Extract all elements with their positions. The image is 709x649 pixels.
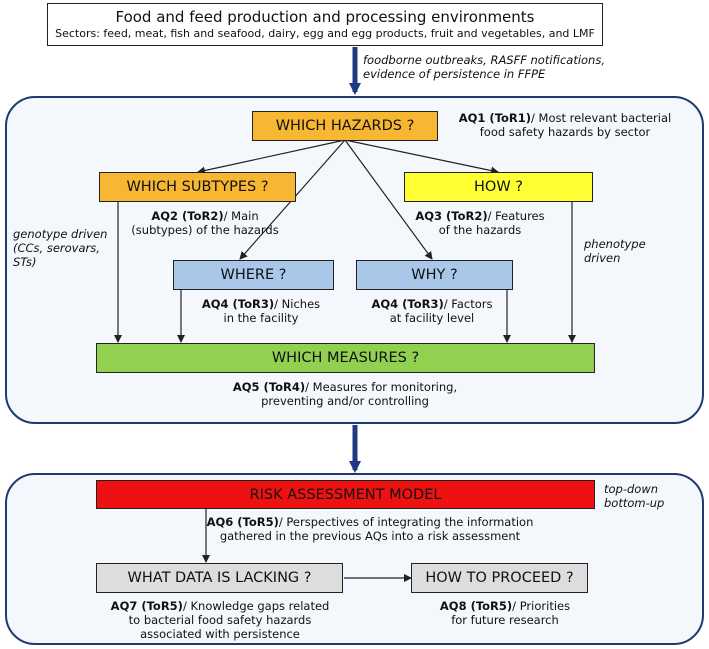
how-box: HOW ? [404, 172, 593, 202]
aq2-note: AQ2 (ToR2)/ Main (subtypes) of the hazar… [120, 209, 290, 237]
aq5-code: AQ5 (ToR4) [232, 380, 306, 394]
aq1-line2: food safety hazards by sector [479, 125, 651, 139]
aq1-code: AQ1 (ToR1) [458, 111, 532, 125]
topdown-line1: top-down [604, 482, 659, 496]
aq4a-line2: in the facility [223, 311, 299, 325]
aq4b-line1: / Factors [443, 297, 493, 311]
aq3-line2: of the hazards [438, 223, 522, 237]
aq8-code: AQ8 (ToR5) [439, 599, 513, 613]
topdown-bottomup-label: top-down bottom-up [604, 482, 704, 510]
aq3-code: AQ3 (ToR2) [415, 209, 488, 223]
aq3-line1: / Features [487, 209, 545, 223]
aq6-line1: / Perspectives of integrating the inform… [278, 515, 534, 529]
genotype-line1: genotype driven [13, 227, 108, 241]
phenotype-line1: phenotype [584, 237, 646, 251]
input-note-line1: foodborne outbreaks, RASFF notifications… [363, 53, 605, 67]
aq8-note: AQ8 (ToR5)/ Priorities for future resear… [425, 599, 585, 627]
aq4b-line2: at facility level [389, 311, 475, 325]
aq7-code: AQ7 (ToR5) [110, 599, 183, 613]
aq4b-code: AQ4 (ToR3) [371, 297, 444, 311]
genotype-line3: STs) [13, 255, 37, 269]
aq4a-code: AQ4 (ToR3) [201, 297, 275, 311]
topdown-line2: bottom-up [604, 496, 665, 510]
aq4b-note: AQ4 (ToR3)/ Factors at facility level [357, 297, 507, 325]
aq2-line1: / Main [223, 209, 259, 223]
aq6-code: AQ6 (ToR5) [206, 515, 279, 529]
aq1-line1: / Most relevant bacterial [531, 111, 672, 125]
aq6-note: AQ6 (ToR5)/ Perspectives of integrating … [200, 515, 540, 543]
which-hazards-box: WHICH HAZARDS ? [252, 111, 438, 141]
top-box-subtitle: Sectors: feed, meat, fish and seafood, d… [55, 27, 595, 40]
aq5-line2: preventing and/or controlling [261, 394, 429, 408]
aq5-note: AQ5 (ToR4)/ Measures for monitoring, pre… [210, 380, 480, 408]
top-box-title: Food and feed production and processing … [115, 8, 535, 26]
aq4a-line1: / Niches [274, 297, 321, 311]
aq2-line2: (subtypes) of the hazards [131, 223, 279, 237]
aq7-line1: / Knowledge gaps related [182, 599, 330, 613]
input-note: foodborne outbreaks, RASFF notifications… [363, 53, 663, 81]
aq2-code: AQ2 (ToR2) [151, 209, 224, 223]
which-subtypes-box: WHICH SUBTYPES ? [99, 172, 296, 202]
which-measures-box: WHICH MEASURES ? [96, 343, 595, 373]
arrow-hazards-to-subtypes-line [197, 139, 346, 175]
aq3-note: AQ3 (ToR2)/ Features of the hazards [405, 209, 555, 237]
where-box: WHERE ? [173, 260, 334, 290]
risk-assessment-model-box: RISK ASSESSMENT MODEL [96, 480, 595, 509]
top-box: Food and feed production and processing … [47, 3, 603, 46]
genotype-driven-label: genotype driven (CCs, serovars, STs) [13, 227, 123, 269]
how-to-proceed-box: HOW TO PROCEED ? [411, 563, 588, 593]
aq5-line1: / Measures for monitoring, [305, 380, 458, 394]
phenotype-driven-label: phenotype driven [584, 237, 684, 265]
arrow-hazards-to-how-line [344, 139, 499, 175]
aq6-line2: gathered in the previous AQs into a risk… [219, 529, 521, 543]
aq8-line2: for future research [451, 613, 559, 627]
genotype-line2: (CCs, serovars, [13, 241, 100, 255]
aq7-line2: to bacterial food safety hazards [128, 613, 312, 627]
arrow-hazards-to-why-line [344, 139, 433, 260]
aq1-note: AQ1 (ToR1)/ Most relevant bacterial food… [440, 111, 690, 139]
aq4a-note: AQ4 (ToR3)/ Niches in the facility [186, 297, 336, 325]
what-data-is-lacking-box: WHAT DATA IS LACKING ? [96, 563, 343, 593]
aq8-line1: / Priorities [512, 599, 571, 613]
why-box: WHY ? [356, 260, 513, 290]
aq7-note: AQ7 (ToR5)/ Knowledge gaps related to ba… [95, 599, 345, 641]
input-note-line2: evidence of persistence in FFPE [363, 67, 546, 81]
aq7-line3: associated with persistence [140, 627, 300, 641]
phenotype-line2: driven [584, 251, 621, 265]
